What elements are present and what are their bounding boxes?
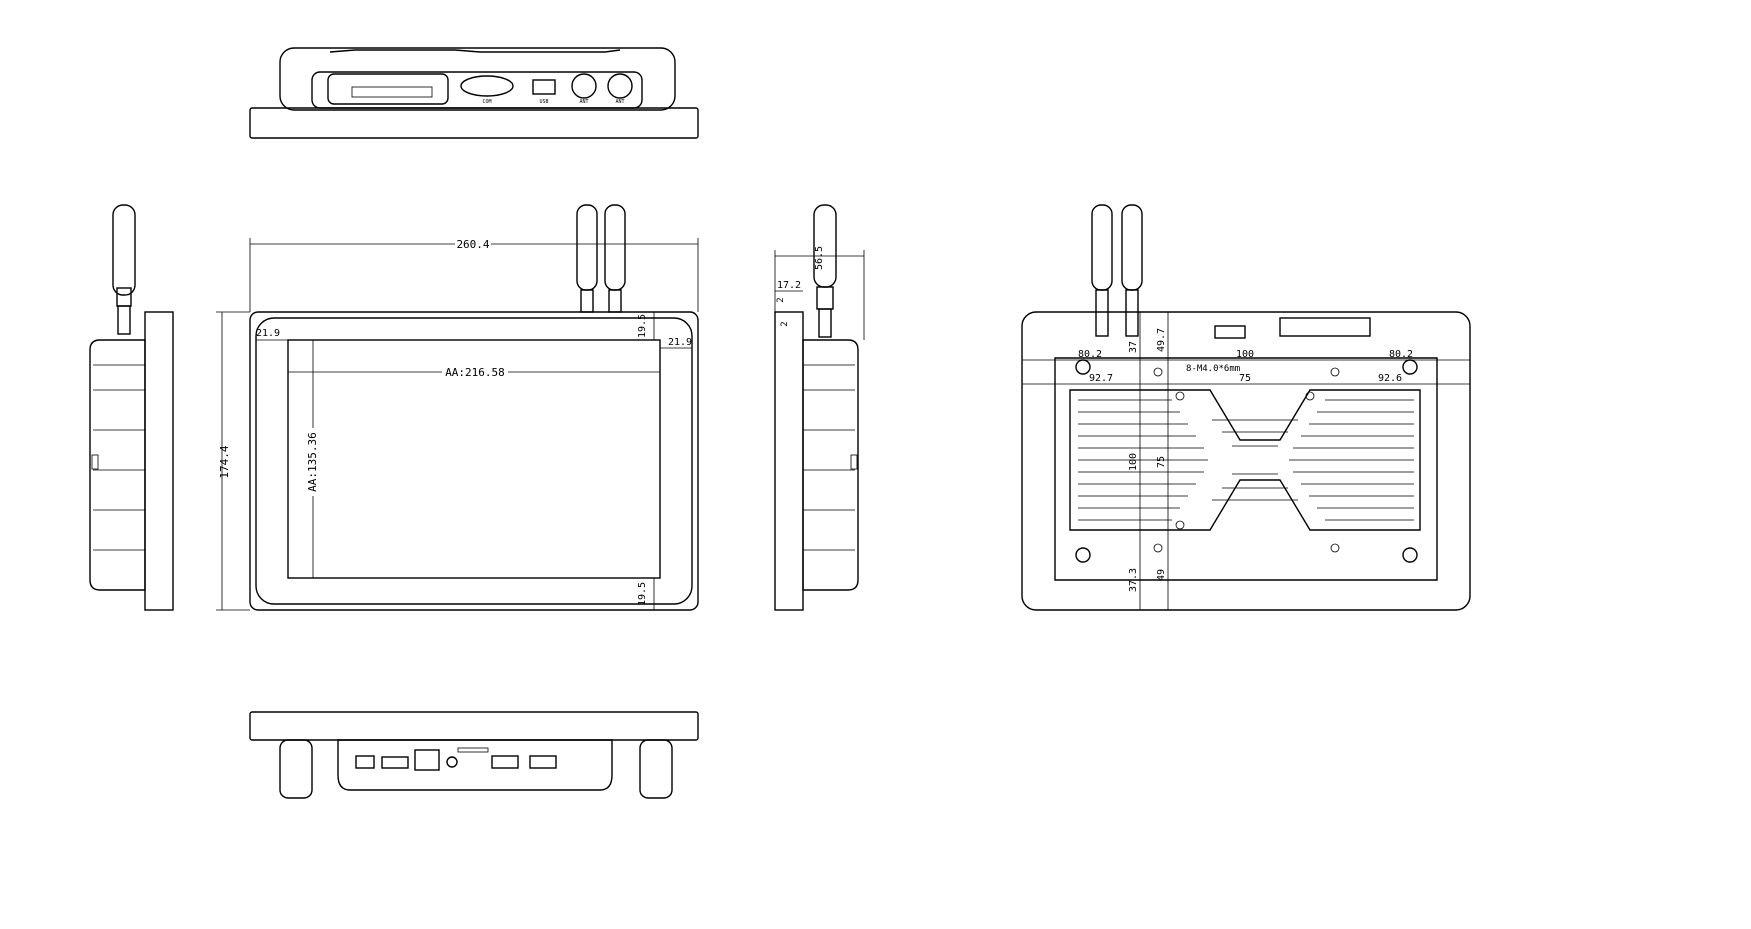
dim-step-b: 2 — [780, 321, 790, 326]
dim-vesa-h: 100 — [1236, 349, 1254, 360]
vesa-screw-note: 8-M4.0*6mm — [1186, 364, 1240, 374]
label-usb: USB — [539, 99, 548, 105]
mount-hole — [1402, 547, 1418, 563]
dc-jack-icon — [355, 755, 375, 769]
dim-overall-height: 174.4 — [218, 445, 231, 478]
db9-port — [460, 75, 514, 97]
left-side-view — [89, 204, 174, 611]
bottom-view — [249, 711, 699, 799]
mount-hole — [1075, 547, 1091, 563]
audio-jack-icon — [446, 756, 458, 768]
usb-port-icon — [529, 755, 557, 769]
label-ant2: ANT — [615, 99, 624, 105]
label-ant1: ANT — [579, 99, 588, 105]
dim-right-offset: 80.2 — [1389, 349, 1413, 360]
db9-connector — [1214, 325, 1246, 339]
dim-top-offset-b: 49.7 — [1156, 328, 1167, 352]
rear-view: 100 75 100 75 80.2 80.2 92.7 92.6 37 49.… — [1021, 204, 1471, 611]
antenna-icon — [604, 204, 626, 291]
dim-bottom-offset-b: 49 — [1156, 569, 1167, 581]
dim-active-height: AA:135.36 — [306, 432, 319, 492]
dim-bezel-right: 21.9 — [668, 337, 692, 348]
antenna-icon — [1091, 204, 1113, 291]
dim-bezel-bottom: 19.5 — [637, 582, 648, 606]
sd-slot-icon — [457, 747, 489, 753]
terminal-pins — [351, 86, 433, 98]
antenna-socket-2 — [607, 73, 633, 99]
dim-active-width: AA:216.58 — [445, 366, 505, 379]
antenna-socket-1 — [571, 73, 597, 99]
antenna-icon — [1121, 204, 1143, 291]
display-active-area — [287, 339, 661, 579]
dim-vesa-v: 100 — [1128, 453, 1139, 471]
dim-vesa-h-small: 75 — [1239, 373, 1251, 384]
dim-left-offset-small: 92.7 — [1089, 373, 1113, 384]
right-side-view: 56.5 17.2 2 2 — [774, 204, 865, 611]
dim-step-a: 2 — [776, 297, 786, 302]
dim-bezel-left: 21.9 — [256, 328, 280, 339]
dim-body-depth: 17.2 — [777, 280, 801, 291]
dim-bottom-offset: 37.3 — [1128, 568, 1139, 592]
rear-housing — [1021, 311, 1471, 611]
dim-top-offset: 37 — [1128, 341, 1139, 353]
hdmi-port-icon — [381, 756, 409, 769]
antenna-icon — [112, 204, 136, 296]
terminal-connector — [1279, 317, 1371, 337]
usb-port-icon — [491, 755, 519, 769]
dim-bezel-top: 19.5 — [637, 314, 648, 338]
dim-right-offset-small: 92.6 — [1378, 373, 1402, 384]
antenna-icon — [576, 204, 598, 291]
front-bezel — [249, 311, 699, 611]
dim-vesa-v-small: 75 — [1156, 456, 1167, 468]
top-view: COM USB ANT ANT — [249, 47, 699, 139]
dim-left-offset: 80.2 — [1078, 349, 1102, 360]
front-view: 260.4 174.4 21.9 21.9 19.5 19.5 AA:216.5… — [216, 204, 699, 611]
label-db9: COM — [482, 99, 491, 105]
dim-overall-width: 260.4 — [456, 238, 489, 251]
ethernet-port-icon — [414, 749, 440, 771]
dim-total-depth: 56.5 — [814, 246, 825, 270]
mount-hole — [1075, 359, 1091, 375]
heatsink-fins — [1078, 399, 1414, 521]
terminal-block — [327, 73, 449, 105]
mount-hole — [1402, 359, 1418, 375]
usb-port — [532, 79, 556, 95]
